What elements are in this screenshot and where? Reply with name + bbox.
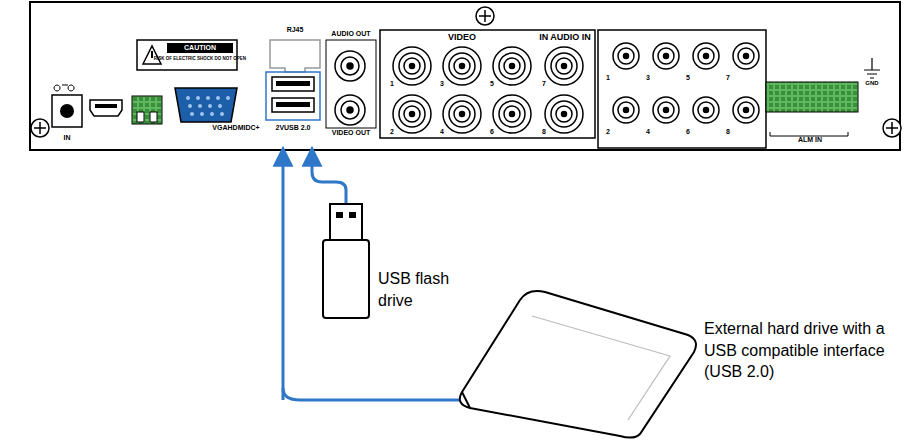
hdmi-port bbox=[90, 100, 122, 116]
channel-number: 8 bbox=[726, 128, 730, 136]
section-label: IN AUDIO IN bbox=[539, 32, 591, 42]
port-label: ALM IN bbox=[798, 136, 822, 144]
channel-number: 5 bbox=[686, 74, 690, 82]
usb-cable bbox=[312, 150, 346, 205]
channel-number: 2 bbox=[606, 128, 610, 136]
rj45-port bbox=[270, 40, 320, 72]
screw bbox=[31, 7, 901, 137]
usb-highlight bbox=[266, 72, 320, 120]
port-label: VGAHDMIDC+ bbox=[212, 124, 259, 132]
channel-number: 6 bbox=[686, 128, 690, 136]
device-label: External hard drive with a USB compatibl… bbox=[704, 318, 904, 383]
alarm-terminal bbox=[766, 82, 858, 112]
caution-title: CAUTION bbox=[184, 44, 216, 52]
port-label: IN bbox=[64, 134, 71, 142]
channel-number: 1 bbox=[606, 74, 610, 82]
port-label: AUDIO OUT bbox=[331, 30, 370, 38]
rca-jack bbox=[613, 43, 759, 123]
channel-number: 7 bbox=[726, 74, 730, 82]
channel-number: 1 bbox=[390, 80, 394, 88]
channel-number: 4 bbox=[646, 128, 650, 136]
channel-number: 8 bbox=[542, 128, 546, 136]
channel-number: 4 bbox=[440, 128, 444, 136]
channel-number: 3 bbox=[440, 80, 444, 88]
dc-jack bbox=[52, 95, 82, 127]
vga-port bbox=[175, 88, 237, 122]
channel-number: 6 bbox=[490, 128, 494, 136]
usb-flash-drive bbox=[330, 204, 362, 240]
bnc-connector bbox=[393, 47, 583, 133]
usb-port bbox=[272, 77, 314, 91]
power-terminal bbox=[132, 96, 162, 124]
caution-plate bbox=[137, 40, 237, 70]
caution-text: RISK OF ELECTRIC SHOCK DO NOT OPEN bbox=[154, 56, 246, 61]
channel-number: 7 bbox=[542, 80, 546, 88]
port-label: VIDEO OUT bbox=[332, 129, 371, 137]
port-label: RJ45 bbox=[287, 26, 304, 34]
rear-panel bbox=[30, 2, 900, 150]
device-label: USB flash drive bbox=[378, 268, 488, 311]
usb-cable bbox=[282, 150, 285, 400]
ground-symbol bbox=[864, 58, 880, 78]
port-label: 2VUSB 2.0 bbox=[275, 124, 310, 132]
section-label: VIDEO bbox=[448, 32, 476, 42]
channel-number: 5 bbox=[490, 80, 494, 88]
port-label: GND bbox=[865, 80, 878, 87]
channel-number: 3 bbox=[646, 74, 650, 82]
channel-number: 2 bbox=[390, 128, 394, 136]
rca-jack bbox=[335, 51, 365, 125]
external-hard-drive bbox=[460, 291, 696, 438]
usb-port bbox=[272, 98, 314, 112]
